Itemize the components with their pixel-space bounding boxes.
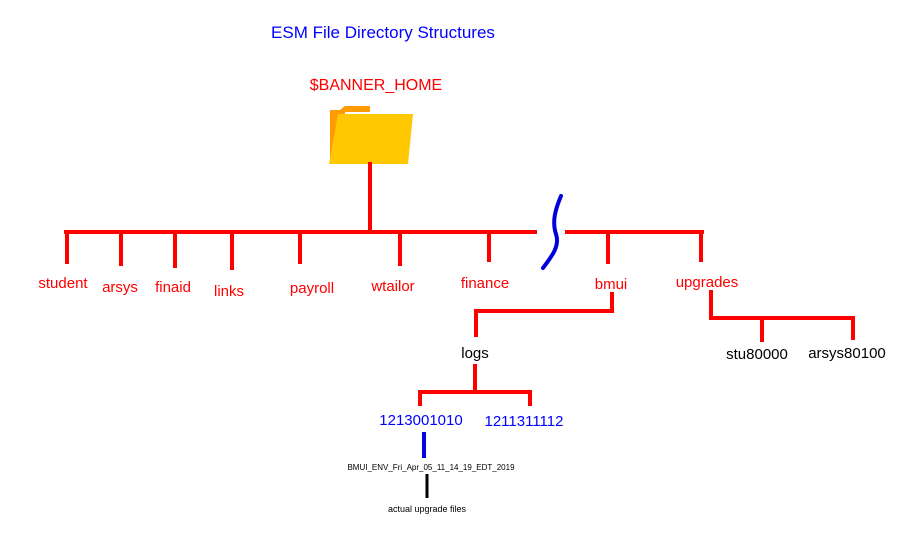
log-folder-2: 1211311112 xyxy=(485,413,564,430)
log-entry-contents: actual upgrade files xyxy=(388,504,467,514)
tree-lines xyxy=(64,162,855,406)
dir-finance: finance xyxy=(461,275,509,292)
dir-arsys80100: arsys80100 xyxy=(808,345,886,362)
dir-bmui: bmui xyxy=(595,276,628,293)
dir-wtailor: wtailor xyxy=(370,278,414,295)
dir-finaid: finaid xyxy=(155,279,191,296)
upgrades-children-line xyxy=(709,290,855,340)
log-entry: BMUI_ENV_Fri_Apr_05_11_14_19_EDT_2019 xyxy=(347,463,515,472)
root-label: $BANNER_HOME xyxy=(310,77,442,94)
dir-logs: logs xyxy=(461,345,489,362)
bmui-to-logs-line xyxy=(474,292,614,337)
dir-upgrades: upgrades xyxy=(676,274,739,291)
dir-stu80000: stu80000 xyxy=(726,346,788,363)
dir-student: student xyxy=(38,275,88,292)
log-folder-1: 1213001010 xyxy=(379,412,462,429)
logs-children-line xyxy=(418,390,532,406)
dir-payroll: payroll xyxy=(290,280,334,297)
break-marker xyxy=(541,194,563,270)
folder-icon xyxy=(329,106,413,164)
dir-arsys: arsys xyxy=(102,279,138,296)
dir-links: links xyxy=(214,283,244,300)
diagram-title: ESM File Directory Structures xyxy=(271,23,495,42)
